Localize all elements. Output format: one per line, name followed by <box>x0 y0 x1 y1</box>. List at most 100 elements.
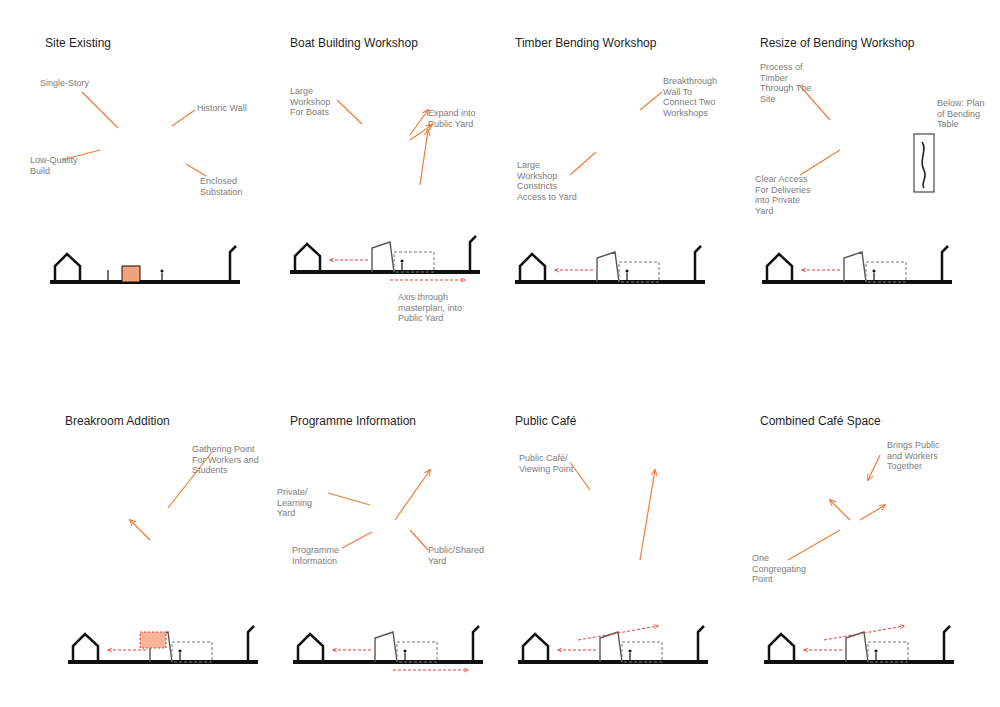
panel-title: Boat Building Workshop <box>290 36 490 50</box>
movement-arrow <box>558 650 596 651</box>
breakroom-block <box>607 524 631 538</box>
historic-wall <box>623 126 665 168</box>
site-base <box>86 123 218 215</box>
leader-line <box>868 455 880 480</box>
person-head <box>401 260 404 263</box>
person <box>161 273 162 282</box>
leader-line <box>395 470 430 520</box>
person-head <box>179 650 182 653</box>
photo-ground <box>330 80 450 200</box>
annotation: Gathering Point For Workers and Students <box>192 444 262 476</box>
annotation: Programme Information <box>292 545 350 566</box>
house-outline <box>769 634 794 662</box>
house-outline <box>73 634 98 662</box>
white-block <box>848 110 906 144</box>
bending-table-plan <box>914 134 934 192</box>
person <box>107 270 108 282</box>
panel-title: Resize of Bending Workshop <box>760 36 980 50</box>
section-sketch <box>293 626 483 670</box>
annotation: Large Workshop Constricts Access to Yard <box>517 160 577 202</box>
person <box>873 273 874 282</box>
leader-line <box>860 505 885 520</box>
site-base <box>328 118 460 210</box>
site-base <box>551 498 683 590</box>
annotation: Process of Timber Through The Site <box>760 62 812 104</box>
panel-title: Combined Café Space <box>760 414 980 428</box>
leader-line <box>342 532 372 548</box>
leader-line <box>570 152 596 175</box>
house-outline <box>520 254 545 282</box>
model-photo <box>328 80 460 210</box>
ground-line <box>50 280 240 284</box>
white-block <box>828 130 872 154</box>
view-arrow <box>824 626 904 640</box>
annotation: Historic Wall <box>197 103 267 114</box>
post <box>230 246 236 282</box>
axis-arrow <box>390 280 465 281</box>
site-base-edge <box>88 514 220 590</box>
historic-wall <box>868 128 910 170</box>
breakroom-block <box>144 524 168 538</box>
ground-line <box>68 660 258 664</box>
axis-arrow <box>393 670 468 671</box>
workshop-section <box>846 632 868 662</box>
leader-line <box>410 110 428 135</box>
ground-line <box>293 660 483 664</box>
house-outline <box>55 254 80 282</box>
annotation: Breakthrough Wall To Connect Two Worksho… <box>663 76 725 118</box>
person-head <box>875 650 878 653</box>
existing-building <box>122 266 140 282</box>
workshop-side <box>573 107 649 155</box>
ground-line <box>518 660 708 664</box>
proposed-volume <box>619 262 659 282</box>
movement-arrow <box>333 650 371 651</box>
annotation: Axis through masterplan, into Public Yar… <box>398 292 474 324</box>
workshop-block <box>808 480 892 532</box>
model-photo <box>88 460 220 590</box>
ground-line <box>764 660 954 664</box>
workshop-side <box>108 114 184 162</box>
site-base-edge <box>328 134 460 210</box>
proposed-volume <box>397 642 437 662</box>
workshop-block <box>565 480 649 532</box>
white-block <box>603 108 661 142</box>
post <box>695 246 701 282</box>
annotation: Single-Story <box>40 78 110 89</box>
section-sketch <box>290 236 480 280</box>
workshop-section <box>375 632 397 662</box>
substation <box>156 139 172 149</box>
annotation: Clear Access For Deliveries into Private… <box>755 174 813 216</box>
leader-line <box>130 520 150 540</box>
photo-ground <box>553 78 673 198</box>
historic-wall <box>866 508 908 550</box>
person-head <box>626 270 629 273</box>
white-block <box>846 490 904 524</box>
house-outline <box>767 254 792 282</box>
person <box>404 653 405 662</box>
post <box>470 236 476 272</box>
site-base <box>794 498 926 590</box>
workshop-side <box>345 484 421 532</box>
annotation: Public/Shared Yard <box>428 545 490 566</box>
leader-line <box>830 500 850 520</box>
leader-line <box>420 130 428 185</box>
person-head <box>873 270 876 273</box>
proposed-volume <box>172 642 212 662</box>
white-block <box>355 505 399 529</box>
workshop-side <box>818 109 894 157</box>
house-outline <box>295 244 320 272</box>
annotation: Public Café/ Viewing Point <box>519 453 577 474</box>
person-head <box>629 650 632 653</box>
person <box>401 263 402 272</box>
section-sketch <box>68 626 258 662</box>
section-sketch <box>50 246 240 282</box>
panel-title: Public Café <box>515 414 715 428</box>
movement-arrow <box>804 650 842 651</box>
historic-wall <box>395 503 437 545</box>
leader-line <box>82 92 118 128</box>
movement-arrow <box>330 260 368 261</box>
movement-arrow <box>802 270 840 271</box>
workshop-side <box>816 489 892 537</box>
historic-wall <box>160 508 202 550</box>
